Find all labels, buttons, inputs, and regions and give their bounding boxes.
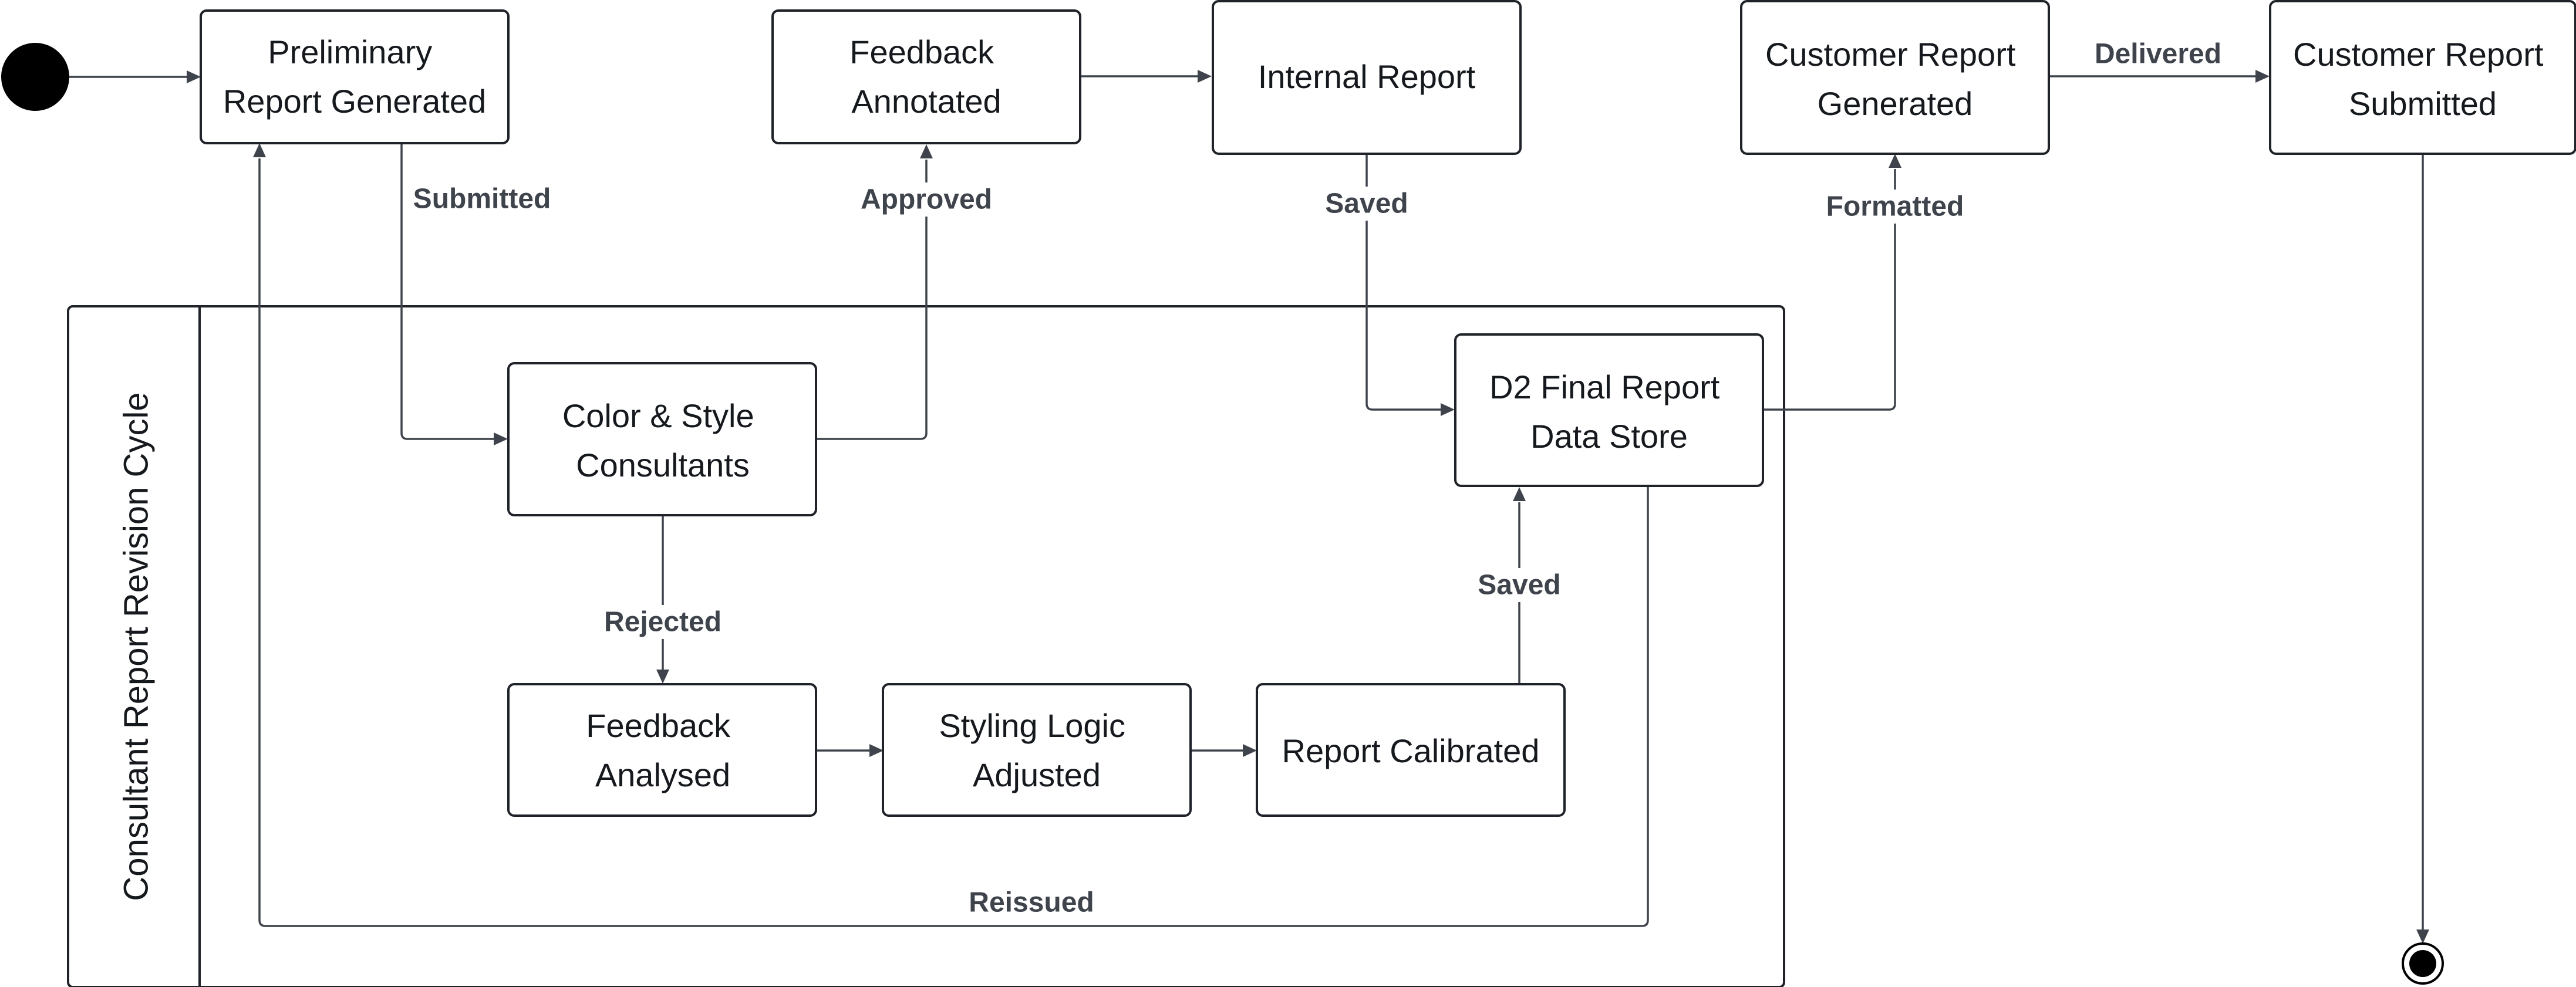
state-label-line: Internal Report — [1258, 58, 1476, 95]
arrowhead — [869, 744, 884, 757]
edge-internal-report-to-final-store — [1365, 154, 1442, 411]
svg-text:Feedback Analysed: Feedback Analysed — [586, 707, 740, 793]
state-label-line: Annotated — [851, 83, 1001, 120]
arrowhead — [187, 70, 201, 83]
end-node — [2402, 942, 2444, 985]
edge-final-store-to-customer-generated — [1763, 169, 1896, 411]
state-label-line: Styling Logic — [939, 707, 1125, 744]
edge-preliminary-to-consultants — [400, 143, 494, 440]
svg-text:Feedback Annotated: Feedback Annotated — [849, 33, 1003, 120]
edge-label-reissued: Reissued — [969, 887, 1094, 918]
svg-text:Customer Report Submitte: Customer Report Submitted — [2293, 36, 2553, 122]
state-feedback-annotated[interactable]: Feedback Annotated — [771, 9, 1081, 144]
state-label-line: Consultants — [576, 447, 750, 484]
state-label-line: Color & Style — [562, 397, 754, 434]
state-final-report-data-store[interactable]: D2 Final Report Data Store — [1454, 333, 1764, 487]
start-node — [1, 43, 69, 111]
state-label-line: Customer Report — [1765, 36, 2016, 73]
arrowhead — [1441, 403, 1455, 416]
state-label-line: Data Store — [1530, 418, 1688, 455]
svg-text:Preliminary Report Gener: Preliminary Report Generated — [223, 33, 486, 120]
state-feedback-analysed[interactable]: Feedback Analysed — [507, 683, 817, 817]
state-styling-logic-adjusted[interactable]: Styling Logic Adjusted — [882, 683, 1192, 817]
edges — [69, 70, 2429, 944]
edge-label-formatted: Formatted — [1826, 191, 1964, 222]
state-label-line: Report Calibrated — [1282, 732, 1540, 769]
state-label-line: Submitted — [2349, 85, 2497, 122]
svg-text:Styling Logic Adjusted: Styling Logic Adjusted — [939, 707, 1134, 793]
state-label-line: D2 Final Report — [1489, 369, 1720, 405]
state-internal-report[interactable]: Internal Report — [1212, 0, 1522, 155]
arrowhead — [253, 143, 266, 157]
svg-text:Internal Report: Internal Report — [1258, 58, 1476, 95]
state-preliminary-report[interactable]: Preliminary Report Generated — [200, 9, 510, 144]
edge-labels: Submitted Approved Saved Formatted Deliv… — [405, 36, 2230, 918]
arrowhead — [1889, 154, 1901, 168]
svg-text:Color & Style Consultant: Color & Style Consultants — [562, 397, 763, 484]
edge-label-saved-calibrated: Saved — [1478, 570, 1560, 601]
edge-final-store-to-preliminary — [258, 158, 1649, 927]
arrowhead — [656, 670, 669, 684]
arrowhead — [1513, 487, 1526, 501]
arrowhead — [2255, 70, 2270, 83]
svg-text:D2 Final Report Data Sto: D2 Final Report Data Store — [1489, 369, 1729, 455]
arrowhead — [494, 432, 508, 445]
state-label-line: Feedback — [849, 33, 994, 70]
revision-cycle-title: Consultant Report Revision Cycle — [117, 392, 156, 901]
svg-text:Report Calibrated: Report Calibrated — [1282, 732, 1540, 769]
edge-consultants-to-feedback-annotated — [816, 160, 928, 440]
state-label-line: Preliminary — [268, 33, 432, 70]
state-customer-report-generated[interactable]: Customer Report Generated — [1740, 0, 2050, 155]
state-label-line: Analysed — [595, 756, 730, 793]
edge-label-saved-internal: Saved — [1325, 188, 1408, 219]
svg-text:Customer Report Generate: Customer Report Generated — [1765, 36, 2025, 122]
state-label-line: Report Generated — [223, 83, 486, 120]
state-label-line: Generated — [1818, 85, 1973, 122]
state-customer-report-submitted[interactable]: Customer Report Submitted — [2269, 0, 2576, 155]
edge-label-delivered: Delivered — [2095, 39, 2221, 70]
state-label-line: Customer Report — [2293, 36, 2544, 73]
arrowhead — [1243, 744, 1257, 757]
arrowhead — [920, 144, 933, 158]
state-color-style-consultants[interactable]: Color & Style Consultants — [507, 362, 817, 516]
edge-label-rejected: Rejected — [604, 607, 721, 638]
edge-label-submitted: Submitted — [413, 184, 551, 215]
edge-label-approved: Approved — [861, 184, 992, 215]
state-report-calibrated[interactable]: Report Calibrated — [1256, 683, 1566, 817]
arrowhead — [1198, 70, 1212, 83]
state-label-line: Adjusted — [973, 756, 1101, 793]
arrowhead — [2416, 929, 2429, 944]
state-label-line: Feedback — [586, 707, 731, 744]
